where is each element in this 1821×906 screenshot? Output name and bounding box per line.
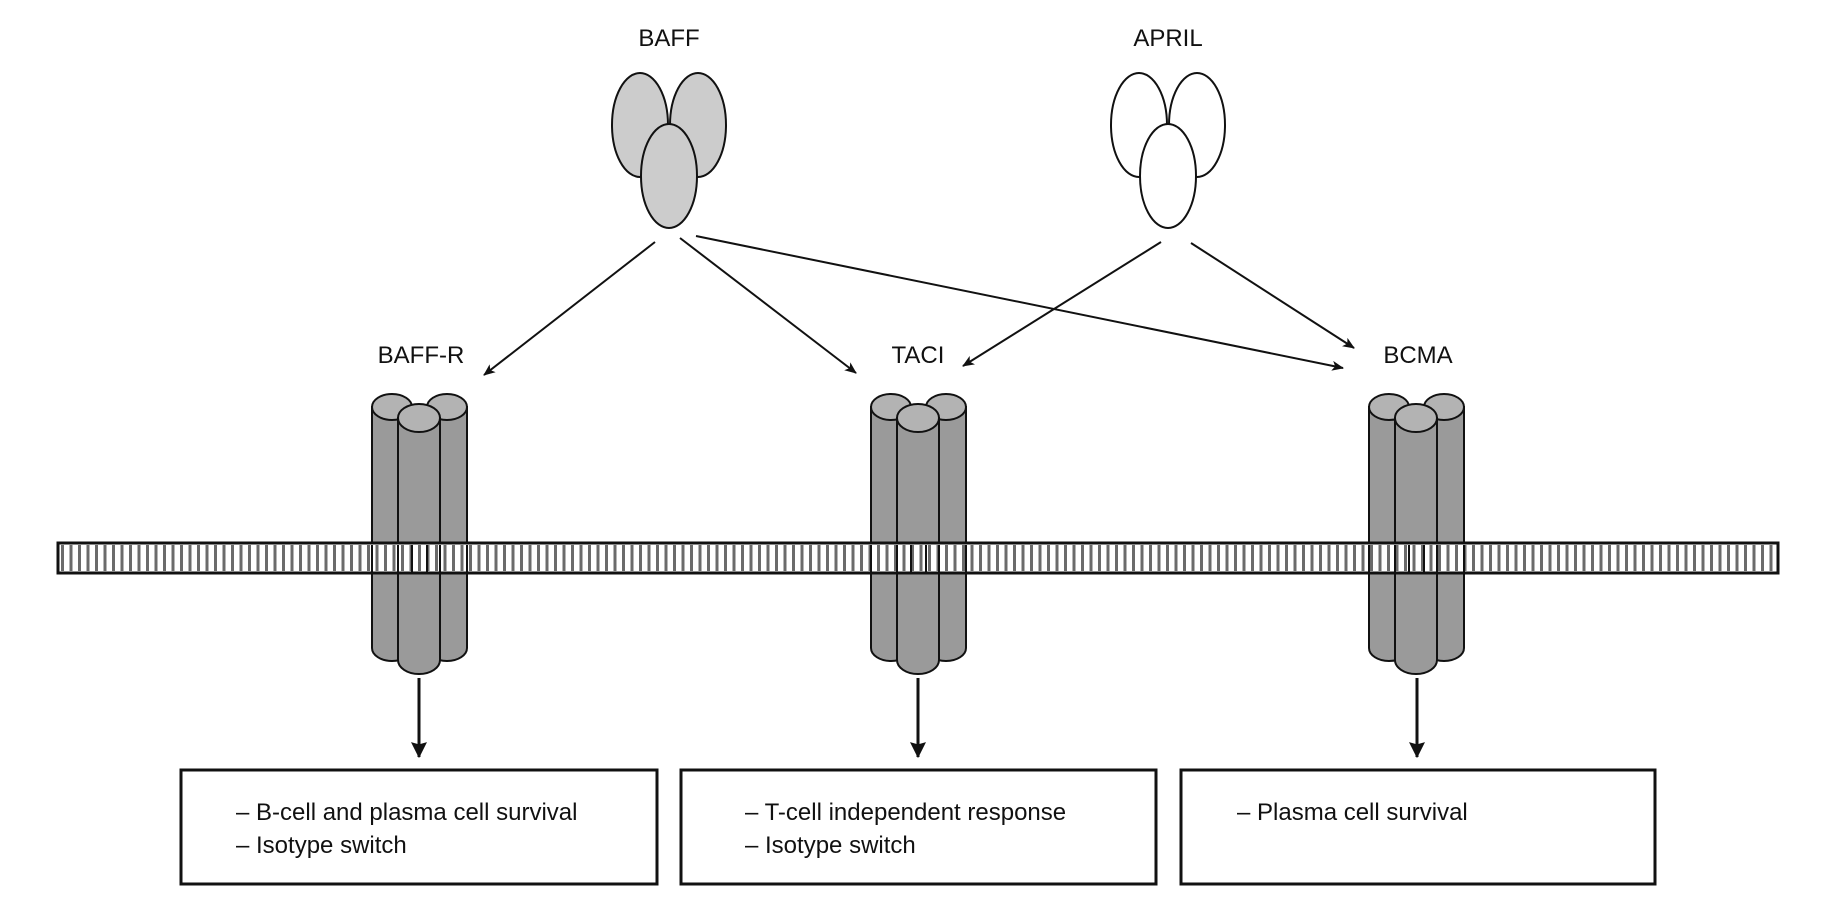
subunit-right-edges xyxy=(1423,545,1465,572)
binding-arrows xyxy=(483,235,1355,376)
cell-membrane xyxy=(56,541,1780,575)
receptor-baff-r-membrane-crossing xyxy=(371,545,468,572)
april-trimer xyxy=(1110,72,1226,229)
receptor-bcma xyxy=(1368,393,1465,675)
subunit-right-edges xyxy=(426,545,468,572)
outcome-box-bcma: – Plasma cell survival xyxy=(1179,768,1657,886)
baff-subunit-front xyxy=(640,123,698,229)
arrow-april-to-bcma xyxy=(1190,242,1355,349)
outcome-line: – Plasma cell survival xyxy=(1237,799,1468,826)
receptor-subunit-front-top xyxy=(1394,403,1438,433)
receptor-subunit-front xyxy=(1394,403,1438,675)
receptor-label-taci: TACI xyxy=(892,342,945,369)
receptor-taci xyxy=(870,393,967,675)
subunit-left-edges xyxy=(1368,545,1410,572)
subunit-front-edges xyxy=(896,545,940,572)
outcome-line: – B-cell and plasma cell survival xyxy=(236,799,577,826)
outcome-line: – Isotype switch xyxy=(745,832,916,859)
subunit-right-edges xyxy=(925,545,967,572)
subunit-front-edges xyxy=(1394,545,1438,572)
subunit-front-edges xyxy=(397,545,441,572)
arrow-baff-to-taci xyxy=(679,237,857,374)
receptor-taci-membrane-crossing xyxy=(870,545,967,572)
subunit-left-edges xyxy=(870,545,912,572)
receptor-subunit-front-top xyxy=(896,403,940,433)
arrow-baff-to-bcma xyxy=(695,235,1344,371)
baff-trimer xyxy=(611,72,727,229)
receptor-subunit-front xyxy=(896,403,940,675)
receptor-label-bcma: BCMA xyxy=(1383,342,1452,369)
receptor-bcma-membrane-crossing xyxy=(1368,545,1465,572)
arrow-baff-to-baffr xyxy=(483,241,656,376)
ligand-label-april: APRIL xyxy=(1133,25,1202,52)
receptor-subunit-front xyxy=(397,403,441,675)
outcome-box-taci: – T-cell independent response – Isotype … xyxy=(679,768,1158,886)
subunit-left-edges xyxy=(371,545,413,572)
arrow-april-to-taci xyxy=(962,241,1162,367)
outcome-line: – Isotype switch xyxy=(236,832,407,859)
outcome-line: – T-cell independent response xyxy=(745,799,1066,826)
signal-arrows xyxy=(411,678,1425,759)
receptor-label-baff-r: BAFF-R xyxy=(378,342,465,369)
receptor-subunit-front-top xyxy=(397,403,441,433)
outcome-box-baff-r: – B-cell and plasma cell survival – Isot… xyxy=(179,768,659,886)
april-subunit-front xyxy=(1139,123,1197,229)
ligand-label-baff: BAFF xyxy=(638,25,699,52)
receptor-baff-r xyxy=(371,393,468,675)
